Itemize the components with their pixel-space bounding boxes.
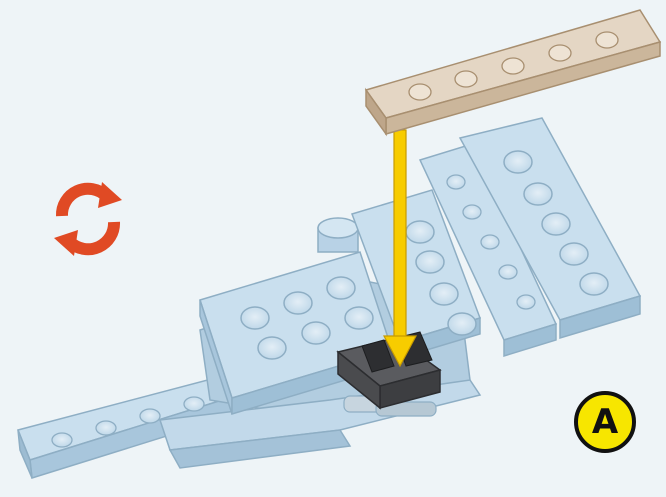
rotate-icon [42,176,134,262]
tan-plate [366,10,660,134]
step-badge: A [573,390,637,454]
step-label: A [573,390,637,454]
round-stud-piece [318,218,358,252]
